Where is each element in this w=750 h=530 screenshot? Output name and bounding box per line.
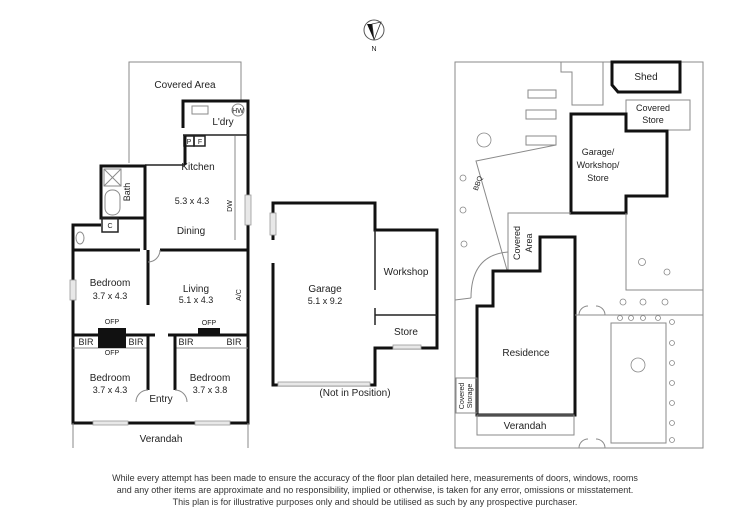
covered-area-label-1: Covered — [512, 226, 522, 260]
covered-area-label-2: Area — [524, 233, 534, 252]
store-label: Store — [394, 327, 418, 338]
laundry-label: L'dry — [212, 117, 233, 128]
covered-store-label-2: Store — [642, 115, 664, 125]
bir-label-4: BIR — [226, 337, 242, 347]
garage-workshop-label-2: Workshop/ — [577, 160, 620, 170]
kitchen-label: Kitchen — [181, 162, 214, 173]
garage-label: Garage — [308, 284, 342, 295]
dining-label: Dining — [177, 226, 205, 237]
hot-water-label: HW — [232, 108, 244, 115]
bedroom-1-label: Bedroom — [90, 278, 131, 289]
ac-label: A/C — [236, 289, 243, 301]
verandah-label: Verandah — [140, 434, 183, 445]
bedroom-3-label: Bedroom — [190, 373, 231, 384]
covered-storage-label-1: Covered — [459, 383, 466, 410]
entry-label: Entry — [149, 394, 172, 405]
covered-area-label: Covered Area — [154, 80, 216, 91]
bedroom-2-label: Bedroom — [90, 373, 131, 384]
disclaimer-line: and any other items are approximate and … — [116, 485, 634, 495]
bedroom-3-size: 3.7 x 3.8 — [193, 385, 228, 395]
covered-storage-label-2: Storage — [467, 384, 474, 409]
cupboard-label: C — [107, 223, 112, 230]
covered-store-label-1: Covered — [636, 103, 670, 113]
fridge-label: F — [198, 139, 202, 146]
garage-workshop-label-3: Store — [587, 173, 609, 183]
not-in-position-note: (Not in Position) — [319, 388, 390, 399]
site-verandah-label: Verandah — [504, 421, 547, 432]
dishwasher-label: DW — [227, 200, 234, 212]
living-label: Living — [183, 284, 209, 295]
residence-label: Residence — [502, 348, 550, 359]
bedroom-1-size: 3.7 x 4.3 — [93, 291, 128, 301]
bir-label-1: BIR — [78, 337, 94, 347]
garage-workshop-label-1: Garage/ — [582, 147, 615, 157]
ofp-label-2: OFP — [105, 350, 120, 357]
bir-label-2: BIR — [128, 337, 144, 347]
north-compass-icon: N — [363, 19, 385, 53]
workshop-label: Workshop — [384, 267, 429, 278]
compass-label: N — [371, 46, 376, 53]
living-size: 5.1 x 4.3 — [179, 295, 214, 305]
shrub-icons — [459, 174, 675, 443]
house-plan: Covered Area HW L'dry P F Kitchen 5.3 x … — [69, 61, 252, 448]
bedroom-2-size: 3.7 x 4.3 — [93, 385, 128, 395]
pantry-label: P — [187, 139, 192, 146]
kitchen-dining-size: 5.3 x 4.3 — [175, 196, 210, 206]
bath-label: Bath — [122, 183, 132, 202]
bbq-label: BBQ — [473, 175, 485, 192]
ofp-label-1: OFP — [105, 319, 120, 326]
bir-label-3: BIR — [178, 337, 194, 347]
ofp-label-3: OFP — [202, 320, 217, 327]
disclaimer-line: While every attempt has been made to ens… — [112, 473, 638, 483]
garage-size: 5.1 x 9.2 — [308, 296, 343, 306]
garage-plan: Garage 5.1 x 9.2 Workshop Store (Not in … — [269, 201, 439, 399]
site-plan: Shed Covered Store Garage/ Workshop/ Sto… — [454, 60, 704, 449]
disclaimer: While every attempt has been made to ens… — [0, 472, 750, 508]
shed-label: Shed — [634, 72, 657, 83]
disclaimer-line: This plan is for illustrative purposes o… — [172, 497, 578, 507]
